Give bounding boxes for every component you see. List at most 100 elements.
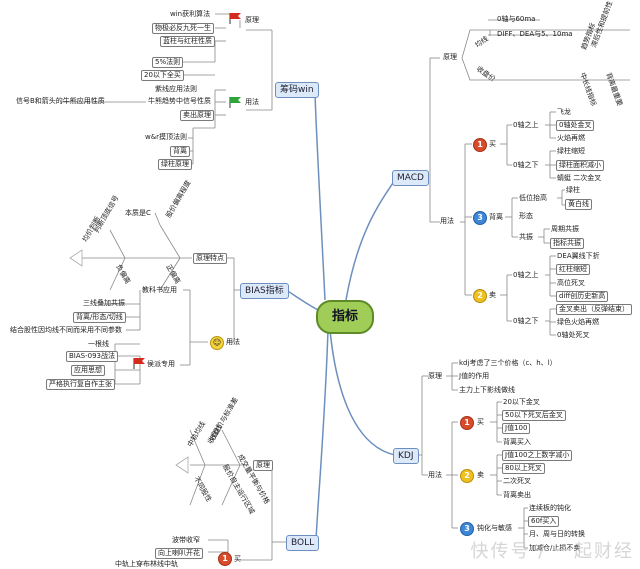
kdj-p2[interactable]: J值的作用 [459,372,490,380]
macd-b1[interactable]: 飞龙 [557,108,571,116]
watermark: 快传号 / 一起财经 [470,541,634,562]
bias-t2[interactable]: 背离/形态/切线 [73,312,126,323]
boll-c1[interactable]: 波带收窄 [172,536,200,544]
kdj-principle-label: 原理 [428,372,442,380]
center-node[interactable]: 指标 [316,300,374,334]
kdj-sell[interactable]: 卖 [477,471,484,479]
win-s3[interactable]: 绿柱原理 [158,159,192,170]
win-usage-label: 用法 [245,98,259,106]
bias-essence[interactable]: 本质是C [125,209,151,217]
branch-bias[interactable]: BIAS指标 [240,283,289,299]
boll-c3[interactable]: 中轨上穿布林线中轨 [115,560,178,568]
kdj-s1[interactable]: J值100之上数字减小 [502,450,573,461]
bias-principle[interactable]: 原理特点 [193,253,227,264]
kdj-blunt[interactable]: 钝化与敏感 [477,524,512,532]
kdj-s2[interactable]: 80以上死叉 [502,463,545,474]
win-u2[interactable]: 牛熊趋势中信号性质 [148,97,211,105]
macd-b3[interactable]: 火焰再燃 [557,134,585,142]
macd-b5[interactable]: 绿柱面积减小 [556,160,604,171]
macd-shape[interactable]: 形态 [519,212,533,220]
kdj-p1[interactable]: kdj考虑了三个价格（c、h、l） [459,359,557,367]
win-u1[interactable]: 紫线应用法则 [155,85,197,93]
macd-s3[interactable]: 高位死叉 [557,279,585,287]
macd-principle-label: 原理 [443,53,457,61]
red-flag-icon [133,358,145,369]
macd-resonance[interactable]: 共振 [519,233,533,241]
macd-s2[interactable]: 红柱缩短 [556,264,590,275]
macd-r2[interactable]: 指标共振 [550,238,584,249]
macd-s4[interactable]: diff创历史新高 [556,291,609,302]
macd-above0-sell[interactable]: 0轴之上 [513,271,539,279]
branch-boll[interactable]: BOLL [286,535,320,551]
kdj-d1[interactable]: 连续板的钝化 [529,504,571,512]
macd-b2[interactable]: 0轴处金叉 [556,120,595,131]
bias-textbook[interactable]: 教科书应用 [142,286,177,294]
macd-r1[interactable]: 周期共振 [551,225,579,233]
priority-1-icon: 1 [460,416,474,430]
bias-t1[interactable]: 三线叠加共振 [83,299,125,307]
kdj-usage-label: 用法 [428,471,442,479]
macd-sell[interactable]: 卖 [489,291,496,299]
green-flag-icon [229,97,241,108]
priority-2-icon: 2 [473,289,487,303]
branch-macd[interactable]: MACD [392,170,429,186]
boll-principle[interactable]: 原理 [253,460,273,471]
kdj-d2[interactable]: 60f买入 [528,516,560,527]
red-flag-icon [229,13,241,24]
bias-k2[interactable]: BIAS-093战法 [66,351,118,362]
win-u3[interactable]: 卖出原理 [180,110,214,121]
macd-usage-label: 用法 [440,217,454,225]
win-rule20[interactable]: 20以下全买 [141,70,184,81]
macd-s7[interactable]: 0轴处死叉 [557,331,590,339]
macd-axis[interactable]: 0轴与60ma [497,15,536,23]
kdj-d3[interactable]: 月、周与日的转换 [529,530,585,538]
kdj-b1[interactable]: 20以下金叉 [503,398,540,406]
smiley-icon: ☺ [210,336,224,350]
macd-diff[interactable]: DIFF、DEA与5、10ma [497,30,573,38]
kdj-b3[interactable]: J值100 [502,423,531,434]
win-principle-label: 原理 [245,16,259,24]
kdj-b2[interactable]: 50以下死叉后金叉 [502,410,566,421]
win-p1[interactable]: win获利算法 [170,10,211,18]
bias-secret[interactable]: 侯派专用 [147,360,175,368]
macd-below0-sell[interactable]: 0轴之下 [513,317,539,325]
macd-b4[interactable]: 绿柱缩短 [557,147,585,155]
priority-1-icon: 1 [473,138,487,152]
macd-s6[interactable]: 绿色火焰再燃 [557,318,599,326]
macd-buy[interactable]: 买 [489,140,496,148]
branch-kdj[interactable]: KDJ [393,448,419,464]
priority-1-icon: 1 [218,552,232,566]
priority-3-icon: 3 [473,211,487,225]
win-u2-left[interactable]: 信号B和箭头的牛熊应用性质 [16,97,105,105]
macd-s5[interactable]: 金叉卖出（反弹结束） [556,304,632,315]
win-rule5[interactable]: 5%法则 [152,57,184,68]
bias-k4[interactable]: 严格执行复自作主张 [46,379,115,390]
branch-win[interactable]: 筹码win [275,82,319,98]
macd-above0-buy[interactable]: 0轴之上 [513,121,539,129]
boll-c2[interactable]: 向上喇叭开花 [155,548,203,559]
boll-buy[interactable]: 买 [234,555,241,563]
macd-low-raise[interactable]: 低位抬高 [519,194,547,202]
kdj-b4[interactable]: 背离买入 [503,438,531,446]
win-p2[interactable]: 物极必反九死一生 [152,23,214,34]
win-s1[interactable]: w&r摸顶法则 [145,133,188,141]
macd-b6[interactable]: 蜻蜓 二次金叉 [557,174,602,182]
kdj-s4[interactable]: 背离卖出 [503,491,531,499]
bias-k1[interactable]: 一根线 [88,340,109,348]
kdj-buy[interactable]: 买 [477,418,484,426]
win-s2[interactable]: 背离 [170,146,190,157]
bias-t3[interactable]: 结合股性因均线不同而采用不同参数 [10,326,122,334]
macd-mid[interactable]: 背离 [489,213,503,221]
kdj-d4[interactable]: 加减仓/止损不卖 [529,544,581,552]
win-p3[interactable]: 蓝柱与红柱性质 [160,36,215,47]
macd-green[interactable]: 绿柱 [566,186,580,194]
macd-s1[interactable]: DEA翼线下折 [557,252,600,260]
macd-below0-buy[interactable]: 0轴之下 [513,161,539,169]
bias-k3[interactable]: 应用思想 [71,365,105,376]
kdj-s3[interactable]: 二次死叉 [503,477,531,485]
kdj-p3[interactable]: 主力上下影线做线 [459,386,515,394]
macd-yellow[interactable]: 黄白线 [565,199,592,210]
bias-usage-label: 用法 [226,338,240,346]
